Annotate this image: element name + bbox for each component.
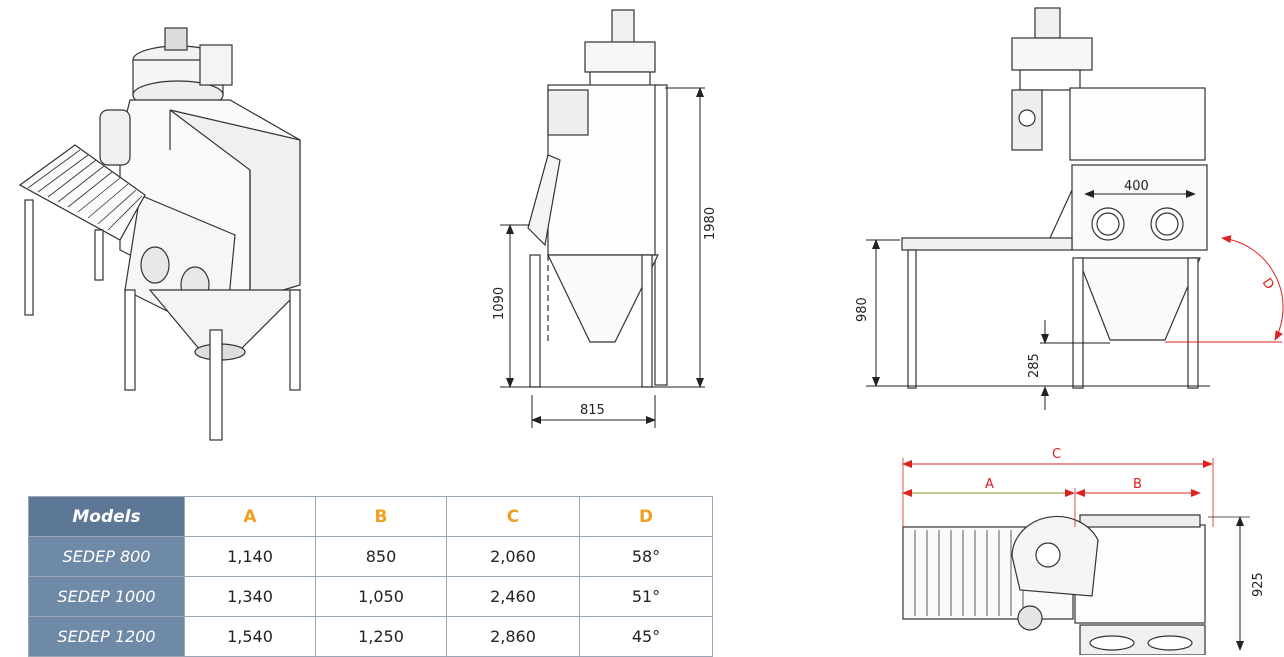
dim-1090: 1090 [492,287,507,320]
model-name: SEDEP 800 [28,536,185,577]
side-view [527,9,668,388]
header-a: A [184,496,316,537]
cell-c: 2,860 [446,616,580,657]
dim-980: 980 [855,297,870,322]
dim-a-label: A [985,477,994,492]
dim-d-label: D [1259,276,1277,293]
cell-a: 1,140 [184,536,316,577]
front-view [901,7,1208,389]
model-name: SEDEP 1200 [28,616,185,657]
dim-815: 815 [580,403,605,418]
table-row: SEDEP 1200 1,540 1,250 2,860 45° [28,616,713,657]
cell-d: 51° [579,576,713,617]
table-header-row: Models A B C D [28,496,713,537]
isometric-view [18,27,302,441]
cell-c: 2,060 [446,536,580,577]
header-d: D [579,496,713,537]
door-angle-arc [1165,235,1284,343]
cell-a: 1,540 [184,616,316,657]
cell-b: 1,250 [315,616,447,657]
dim-c-label: C [1052,447,1061,462]
dim-925: 925 [1251,572,1266,597]
side-view-dimensions [500,87,705,428]
model-spec-table: Models A B C D SEDEP 800 1,140 850 2,060… [28,496,713,657]
top-view [902,514,1206,655]
top-view-dimensions [902,458,1250,651]
cell-c: 2,460 [446,576,580,617]
table-row: SEDEP 800 1,140 850 2,060 58° [28,536,713,577]
dim-b-label: B [1133,477,1142,492]
cell-b: 850 [315,536,447,577]
cell-d: 58° [579,536,713,577]
dim-1980: 1980 [703,207,718,240]
header-models: Models [28,496,185,537]
table-row: SEDEP 1000 1,340 1,050 2,460 51° [28,576,713,617]
dim-285: 285 [1027,353,1042,378]
front-view-dimensions [866,190,1210,410]
cell-b: 1,050 [315,576,447,617]
header-b: B [315,496,447,537]
model-name: SEDEP 1000 [28,576,185,617]
cell-d: 45° [579,616,713,657]
cell-a: 1,340 [184,576,316,617]
dim-400: 400 [1124,179,1149,194]
header-c: C [446,496,580,537]
